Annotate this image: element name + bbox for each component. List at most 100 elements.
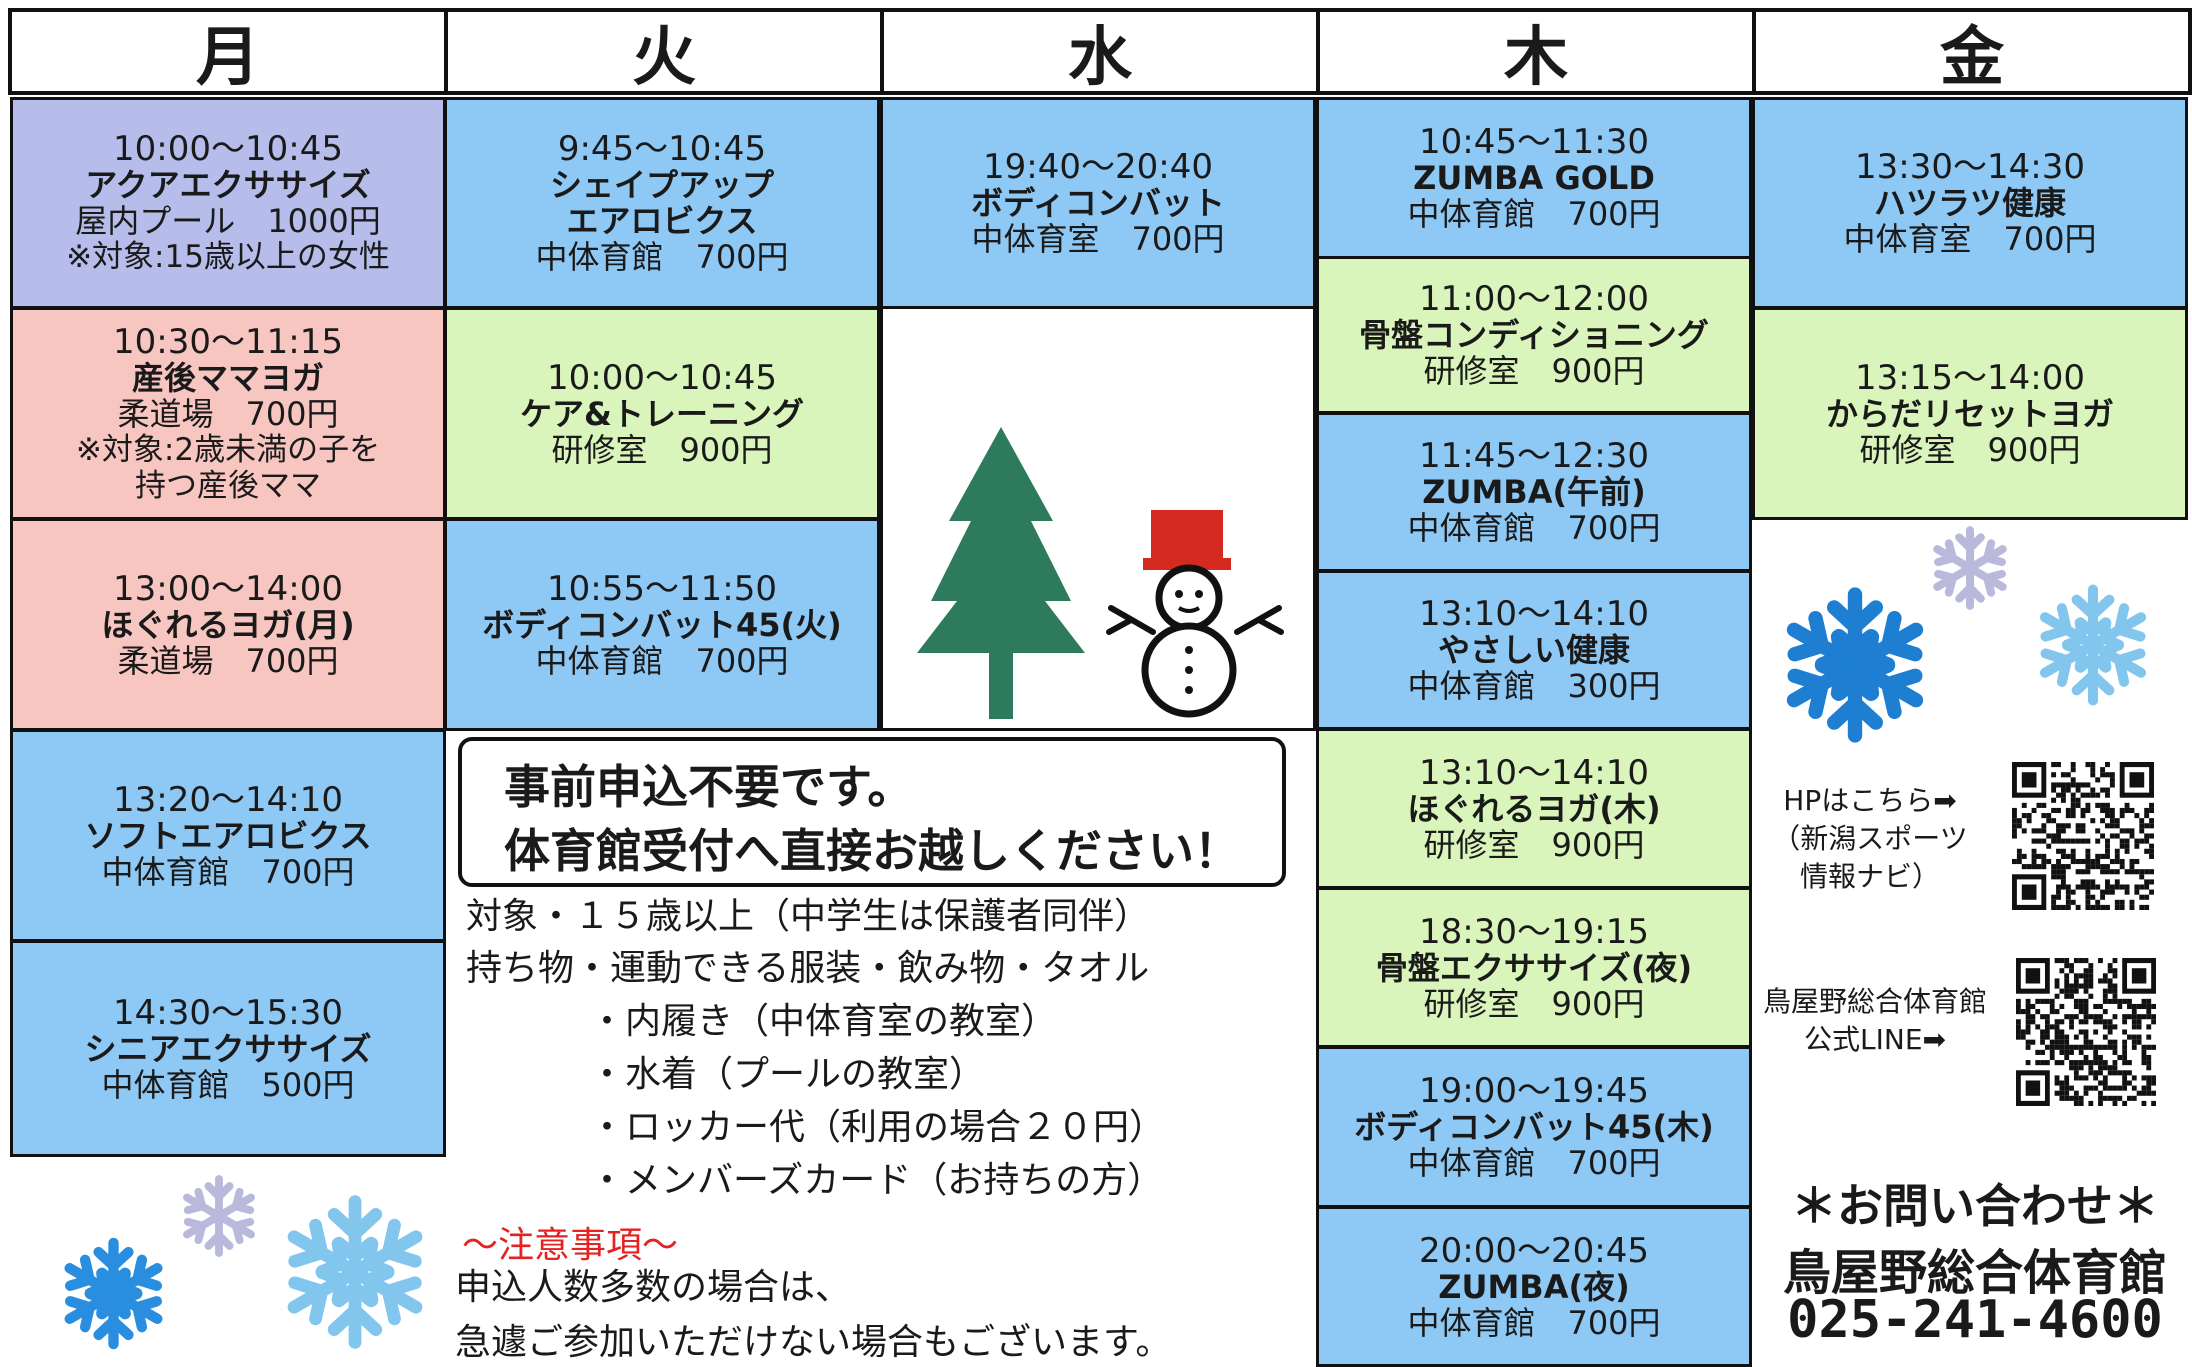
class-location: 中体育館 700円 [535,238,789,276]
class-name: ほぐれるヨガ(木) [1407,789,1661,828]
class-location: 屋内プール 1000円 [75,202,381,240]
hp-link-label: HPはこちら➡ （新潟スポーツ 情報ナビ） [1755,782,1985,896]
class-card-thu-6: 18:30～19:15 骨盤エクササイズ(夜) 研修室 900円 [1316,887,1752,1048]
class-name: ボディコンバット45(火) [482,605,842,644]
class-name: ソフトエアロビクス [84,816,372,855]
class-location: 中体育館 500円 [101,1065,355,1104]
class-card-tue-3: 10:55～11:50 ボディコンバット45(火) 中体育館 700円 [444,518,880,731]
class-name-2: エアロビクス [566,202,758,240]
class-time: 10:45～11:30 [1419,122,1649,162]
class-name: 骨盤エクササイズ(夜) [1375,948,1693,987]
snowflake-icon [2030,584,2156,708]
class-card-mon-4: 13:20～14:10 ソフトエアロビクス 中体育館 700円 [10,729,446,942]
class-card-mon-1: 10:00～10:45 アクアエクササイズ 屋内プール 1000円 ※対象:15… [10,97,446,309]
snowflake-icon [56,1237,171,1351]
day-header-wed: 水 [880,8,1320,95]
class-card-mon-3: 13:00～14:00 ほぐれるヨガ(月) 柔道場 700円 [10,518,446,731]
qr-code-icon[interactable] [2016,958,2156,1106]
snowflake-icon [1925,526,2015,613]
class-name: ZUMBA(夜) [1438,1267,1630,1306]
caution-line-2: 急遽ご参加いただけない場合もございます。 [455,1322,1172,1363]
snowflake-icon [1775,587,1935,745]
class-card-thu-5: 13:10～14:10 ほぐれるヨガ(木) 研修室 900円 [1316,728,1752,889]
class-location: 柔道場 700円 [117,394,339,433]
class-time: 14:30～15:30 [113,992,343,1033]
class-location: 研修室 900円 [551,430,773,469]
hp-link-text: 情報ナビ） [1799,860,1940,893]
class-name: シニアエクササイズ [84,1029,372,1068]
qr-code-icon[interactable] [2012,762,2154,910]
class-name: からだリセットヨガ [1825,394,2114,433]
class-card-fri-2: 13:15～14:00 からだリセットヨガ 研修室 900円 [1752,307,2188,520]
class-time: 19:40～20:40 [983,147,1213,187]
class-card-mon-2: 10:30～11:15 産後ママヨガ 柔道場 700円 ※対象:2歳未満の子を … [10,307,446,520]
class-location: 中体育館 700円 [1407,195,1661,233]
day-header-mon: 月 [8,8,448,95]
day-header-fri: 金 [1752,8,2192,95]
class-location: 研修室 900円 [1423,352,1645,390]
class-card-tue-2: 10:00～10:45 ケア&トレーニング 研修室 900円 [444,307,880,520]
class-time: 11:00～12:00 [1419,279,1649,319]
class-card-thu-7: 19:00～19:45 ボディコンバット45(木) 中体育館 700円 [1316,1046,1752,1208]
day-header-tue: 火 [444,8,884,95]
snowflake-icon [275,1195,435,1352]
line-link-label: 鳥屋野総合体育館 公式LINE➡ [1755,983,1995,1059]
info-belongings: 持ち物・運動できる服装・飲み物・タオル [466,948,1150,989]
class-time: 13:00～14:00 [113,568,343,609]
contact-name: 鳥屋野総合体育館 [1782,1245,2167,1301]
caution-title: ～注意事項～ [462,1225,679,1266]
class-time: 19:00～19:45 [1419,1071,1649,1111]
class-time: 9:45～10:45 [557,129,767,169]
class-name: ケア&トレーニング [520,394,804,433]
info-item: ・内履き（中体育室の教室） [589,1001,1058,1042]
class-time: 13:30～14:30 [1855,147,2085,187]
class-location: 中体育館 700円 [1407,1144,1661,1182]
class-time: 11:45～12:30 [1419,436,1649,476]
class-card-thu-1: 10:45～11:30 ZUMBA GOLD 中体育館 700円 [1316,97,1752,259]
contact-phone: 025-241-4600 [1787,1290,2163,1350]
class-location: 中体育館 700円 [535,641,789,680]
class-name: 骨盤コンディショニング [1359,316,1709,354]
class-location: 研修室 900円 [1423,984,1645,1023]
class-time: 18:30～19:15 [1419,911,1649,952]
class-note: ※対象:2歳未満の子を [75,431,381,468]
class-time: 10:30～11:15 [113,321,343,362]
class-name: ZUMBA GOLD [1413,159,1655,197]
class-location: 中体育館 700円 [1407,509,1661,547]
snowman-icon [1106,510,1284,718]
class-card-thu-4: 13:10～14:10 やさしい健康 中体育館 300円 [1316,570,1752,730]
snowflake-icon [175,1175,263,1260]
class-card-mon-5: 14:30～15:30 シニアエクササイズ 中体育館 500円 [10,940,446,1157]
class-name: 産後ママヨガ [131,358,324,397]
class-card-wed-1: 19:40～20:40 ボディコンバット 中体育室 700円 [880,97,1316,309]
class-location: 中体育室 700円 [971,220,1225,258]
class-time: 20:00～20:45 [1419,1230,1649,1271]
class-name: ZUMBA(午前) [1422,473,1646,511]
class-card-tue-1: 9:45～10:45 シェイプアップ エアロビクス 中体育館 700円 [444,97,880,309]
contact-title: ＊お問い合わせ＊ [1791,1179,2159,1233]
notice-box: 事前申込不要です。 体育館受付へ直接お越しください！ [458,737,1286,887]
line-link-text: 公式LINE➡ [1804,1023,1946,1056]
class-name: やさしい健康 [1437,631,1630,669]
class-location: 中体育館 700円 [1407,1303,1661,1342]
class-location: 中体育室 700円 [1843,220,2097,258]
class-location: 中体育館 700円 [101,852,355,891]
class-name: ボディコンバット [971,184,1225,222]
hp-link-text: （新潟スポーツ [1772,822,1968,855]
class-time: 13:15～14:00 [1855,357,2085,398]
class-time: 10:00～10:45 [113,129,343,169]
class-time: 13:10～14:10 [1419,752,1649,793]
class-name: シェイプアップ [549,166,774,204]
class-card-fri-1: 13:30～14:30 ハツラツ健康 中体育室 700円 [1752,97,2188,309]
class-card-thu-2: 11:00～12:00 骨盤コンディショニング 研修室 900円 [1316,256,1752,414]
line-link-text: 鳥屋野総合体育館 [1762,985,1987,1018]
day-header-thu: 木 [1316,8,1756,95]
notice-line-1: 事前申込不要です。 [504,760,914,814]
class-name: ほぐれるヨガ(月) [101,605,355,644]
class-time: 10:55～11:50 [547,568,777,609]
notice-line-2: 体育館受付へ直接お越しください！ [504,824,1240,878]
caution-line-1: 申込人数多数の場合は、 [455,1267,852,1308]
class-card-thu-8: 20:00～20:45 ZUMBA(夜) 中体育館 700円 [1316,1206,1752,1367]
class-time: 13:10～14:10 [1419,594,1649,634]
hp-link-text: HPはこちら➡ [1783,784,1957,817]
